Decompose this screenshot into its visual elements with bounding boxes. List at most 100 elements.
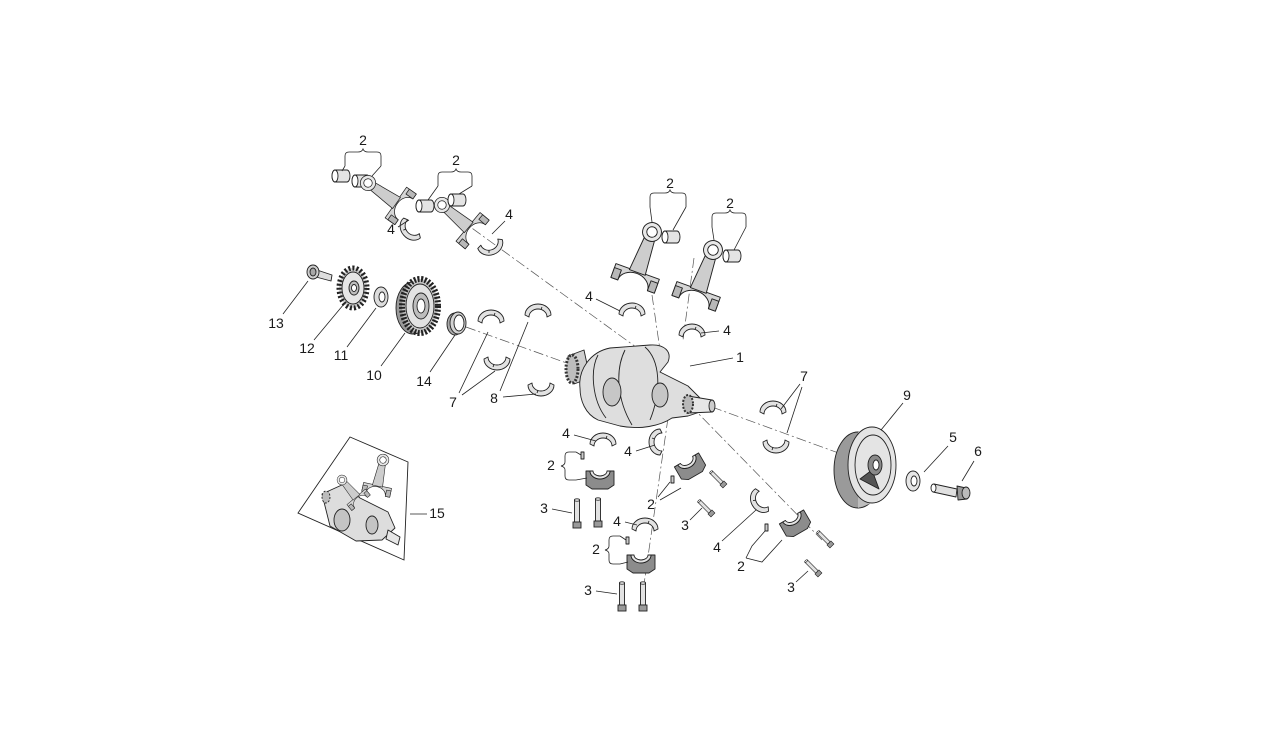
cap-bolt-b1: [617, 581, 627, 612]
flywheel-9: [833, 426, 897, 509]
brace-rod-a: [649, 188, 687, 231]
callout-shell-vertical: 4: [624, 443, 632, 459]
bearing-shell-rod-a: [618, 302, 646, 317]
callout-shell-rod-b: 4: [723, 322, 731, 338]
seal-ring-14: [446, 311, 467, 336]
brace-main-cap-b: [604, 535, 629, 565]
leader-4-right-lower: [721, 509, 757, 542]
leader-10: [380, 332, 406, 367]
axis-line-right-shaft: [711, 406, 867, 464]
bolt-6: [930, 483, 971, 501]
leader-14: [429, 334, 456, 373]
rod-bushing-b2: [447, 193, 467, 207]
axis-line-rod-a: [651, 294, 661, 351]
leader-rod-cap-c: [657, 481, 682, 501]
crankshaft-1: [564, 344, 716, 429]
leader-4-lower-center: [624, 521, 638, 526]
callout-rod-cap-c: 2: [647, 496, 655, 512]
callout-main-shell-8: 8: [490, 390, 498, 406]
callout-washer-5: 5: [949, 429, 957, 445]
leader-3-b: [595, 590, 618, 595]
inset-frame: [297, 436, 409, 561]
rod-cap-d: [778, 509, 814, 540]
callout-seal-14: 14: [416, 373, 432, 389]
leader-4-lower-left: [573, 434, 597, 442]
leader-9: [880, 402, 904, 431]
rod-cap-bolt-d2: [803, 558, 823, 578]
leader-6: [961, 460, 975, 482]
callout-labels: 2 2 2 2 4 4 13 12 11 10 14 4 4 1 7 8 7 9…: [268, 132, 982, 598]
bearing-shell-rod-b: [678, 323, 706, 338]
bolt-13: [306, 264, 333, 282]
inset-connecting-rod-a: [361, 451, 399, 498]
brace-rod-b: [711, 208, 747, 251]
axis-line-upper-rod: [457, 217, 641, 351]
callout-rod-bushings-b: 2: [452, 152, 460, 168]
cap-bolt-a2: [593, 497, 603, 528]
callout-main-cap-b: 2: [592, 541, 600, 557]
shell-right-lower: [745, 487, 771, 518]
callout-main-shell-7-right: 7: [800, 368, 808, 384]
callout-shell-lower-left: 4: [562, 425, 570, 441]
leader-7-right: [780, 383, 803, 434]
connecting-rod-upper-left-a: [350, 162, 417, 226]
connecting-rod-right-b: [671, 232, 739, 312]
leader-11: [346, 307, 377, 348]
main-cap-b: [626, 554, 656, 574]
gear-10: [395, 276, 441, 336]
rod-cap-bolt-c1: [708, 469, 728, 489]
leader-lines: [282, 147, 975, 595]
axis-line-left-shaft: [465, 326, 576, 367]
leader-4-upper-mid: [491, 220, 506, 235]
rod-cap-c: [673, 452, 709, 483]
callout-rod-a: 2: [666, 175, 674, 191]
axis-line-lower: [639, 417, 669, 613]
leader-3-d: [795, 570, 809, 583]
leader-3-c: [689, 507, 703, 521]
leader-7-left: [458, 331, 496, 396]
callout-main-cap-a: 2: [547, 457, 555, 473]
cap-bolt-b2: [638, 581, 648, 612]
main-cap-a: [585, 470, 615, 490]
callout-cap-bolts-d: 3: [787, 579, 795, 595]
callout-gear-10: 10: [366, 367, 382, 383]
callout-flywheel-9: 9: [903, 387, 911, 403]
dowel-pin-c: [670, 475, 675, 484]
callout-assembly-15: 15: [429, 505, 445, 521]
connecting-rod-right-a: [610, 214, 678, 294]
main-shell-7-left-bottom: [483, 356, 511, 371]
rod-cap-bolt-c2: [696, 498, 716, 518]
leader-13: [282, 280, 309, 315]
brace-rod-bushings-b: [427, 167, 473, 201]
callout-sprocket-12: 12: [299, 340, 315, 356]
callout-rod-cap-d: 2: [737, 558, 745, 574]
callout-shell-right-lower: 4: [713, 539, 721, 555]
leader-8: [499, 321, 537, 398]
leader-1: [689, 357, 734, 367]
callout-shell-lower-center: 4: [613, 513, 621, 529]
inset-assembly-15: [297, 436, 409, 561]
brace-main-cap-a: [560, 451, 588, 481]
callout-washer-11: 11: [334, 347, 349, 363]
leader-5: [923, 445, 949, 473]
main-shell-8-top: [524, 303, 552, 318]
callout-bolt-6: 6: [974, 443, 982, 459]
rod-bushing-d: [722, 249, 742, 263]
rod-bushing-c: [661, 230, 681, 244]
dowel-pin-a: [580, 451, 585, 460]
callout-shell-upper-mid: 4: [505, 206, 513, 222]
leader-4-rod-a: [595, 298, 621, 312]
leader-4-upper-left: [397, 219, 410, 228]
callout-cap-bolts-b: 3: [584, 582, 592, 598]
washer-11: [373, 286, 389, 308]
inset-crankshaft: [321, 483, 401, 546]
shell-vertical: [648, 428, 663, 456]
rod-bushing-b1: [415, 199, 435, 213]
main-shell-7-right-bottom: [762, 439, 790, 454]
callout-bolt-13: 13: [268, 315, 284, 331]
dowel-pin-b: [625, 536, 630, 545]
washer-5: [905, 470, 921, 492]
callout-rod-bushings-a: 2: [359, 132, 367, 148]
callout-cap-bolts-c: 3: [681, 517, 689, 533]
